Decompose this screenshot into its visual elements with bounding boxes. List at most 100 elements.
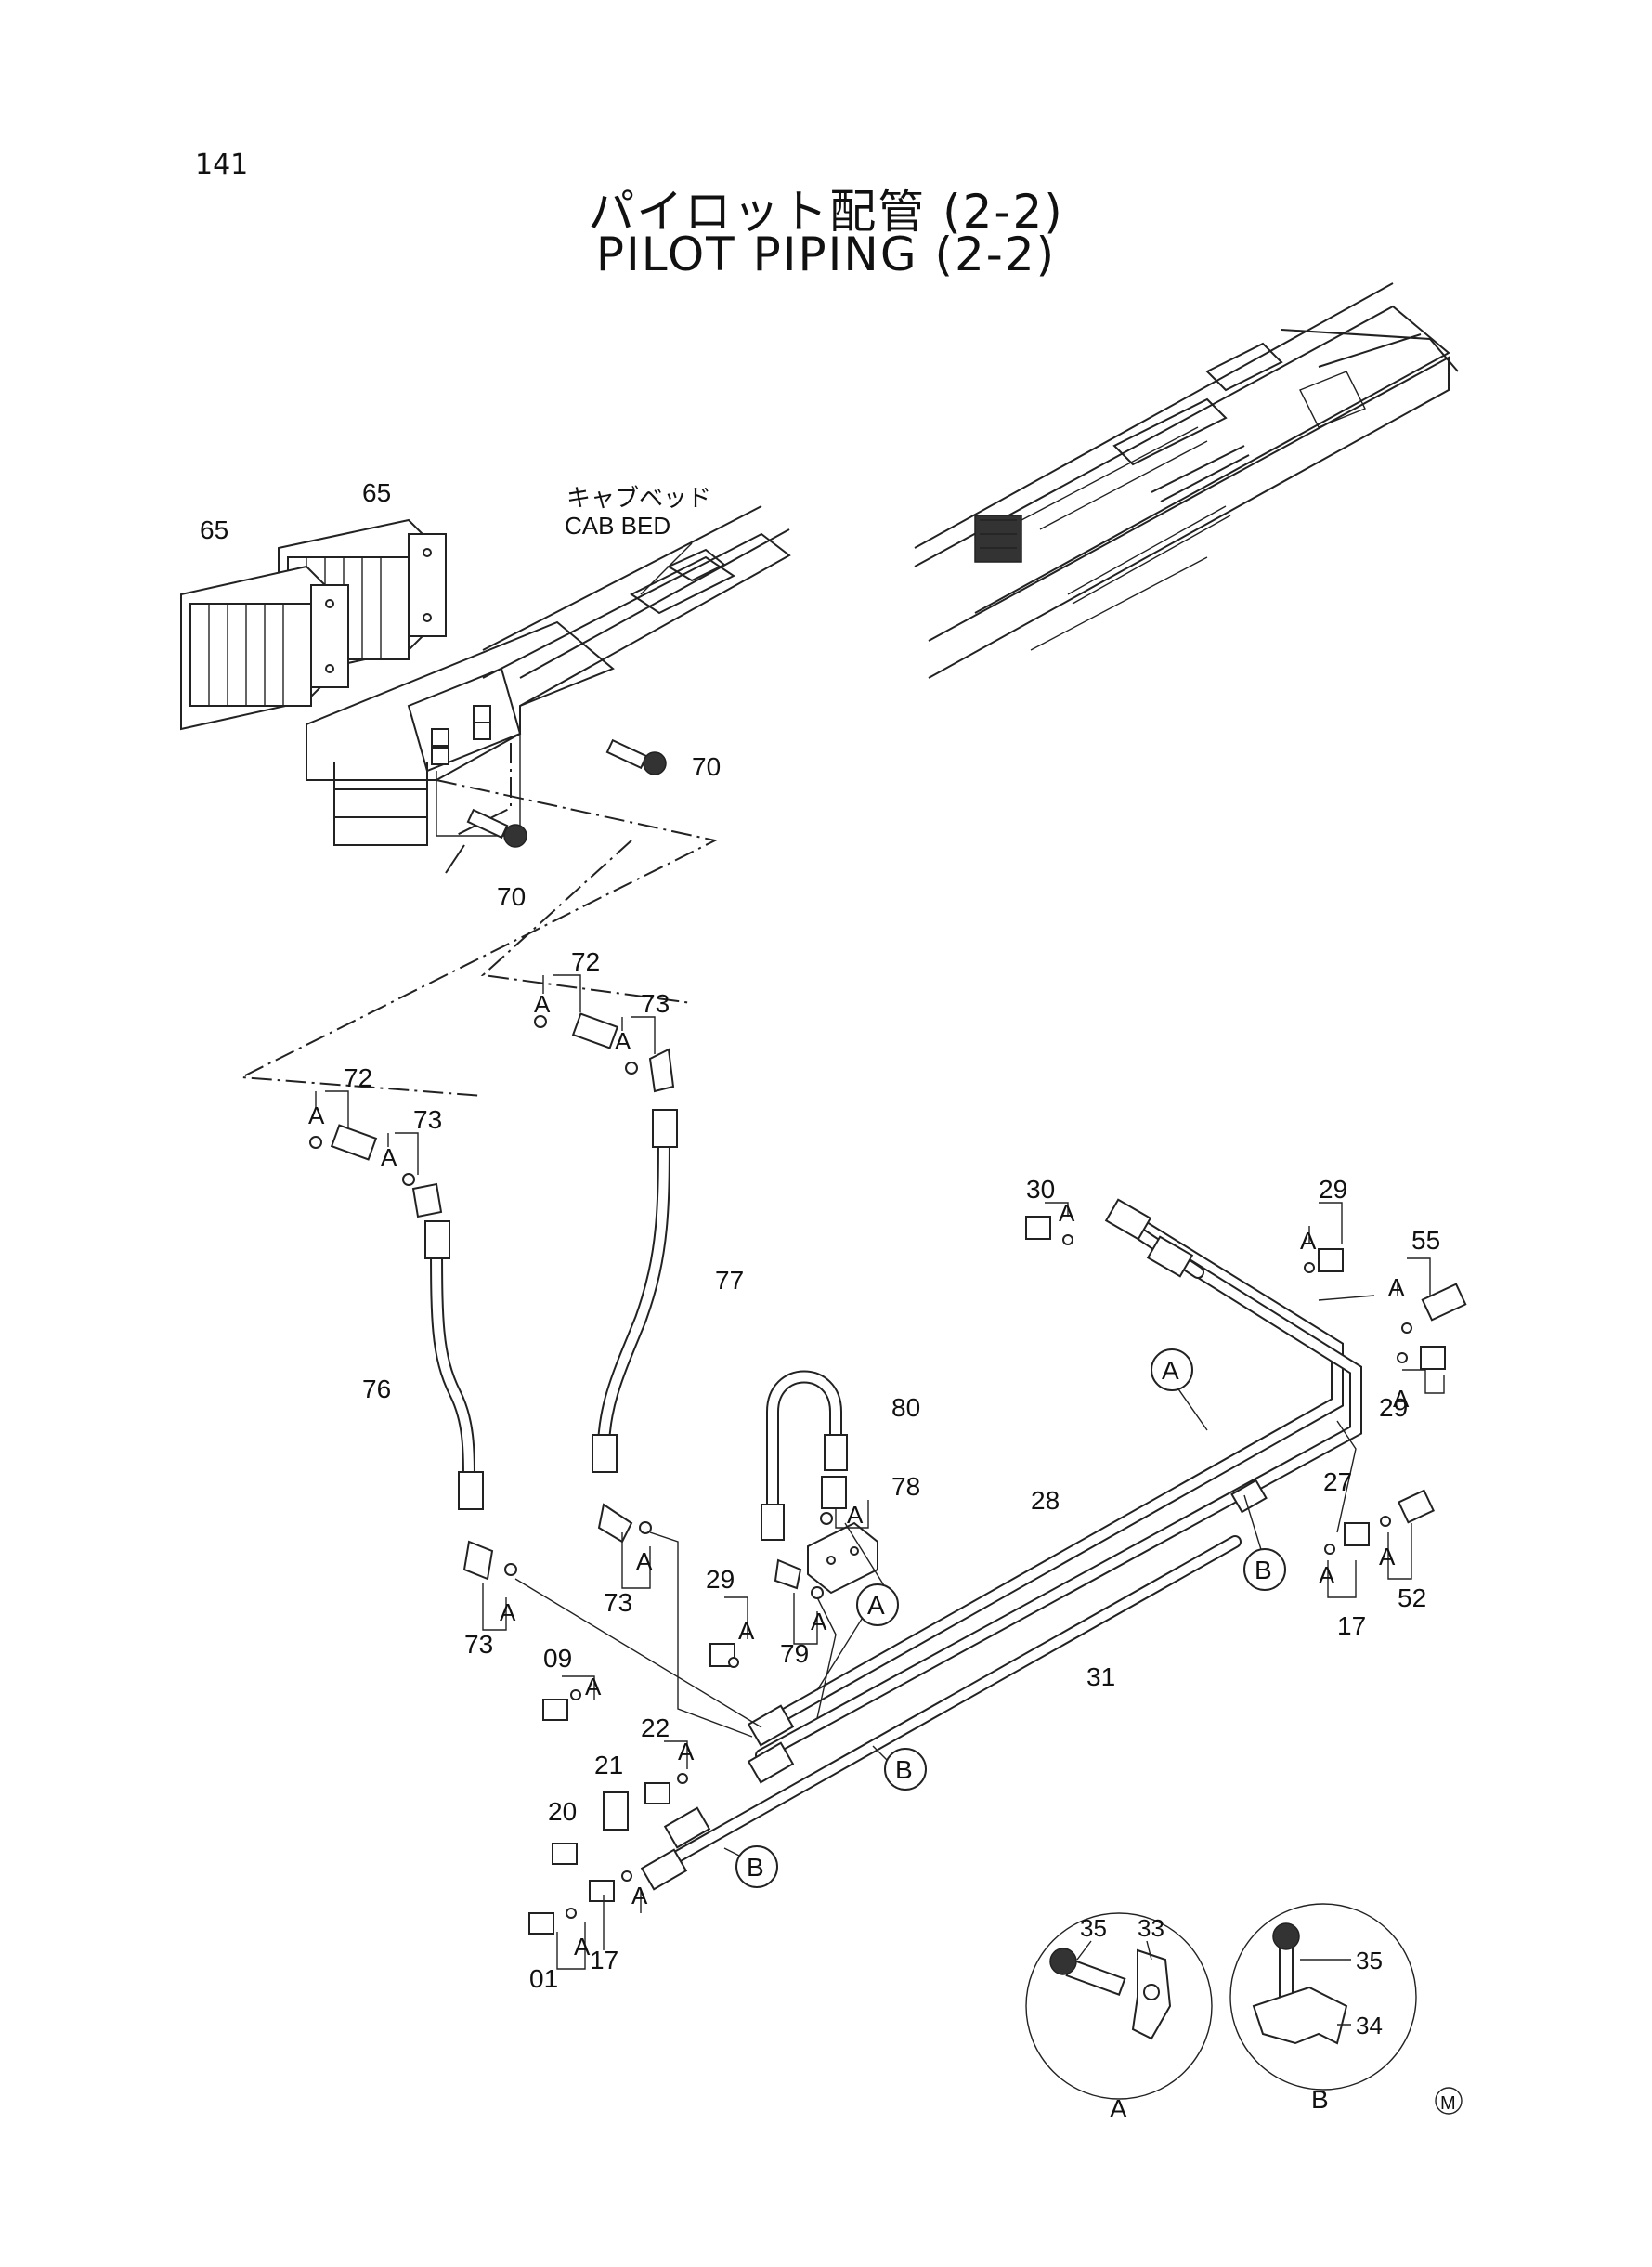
- label-28: 28: [1031, 1486, 1060, 1515]
- fitting-29-upper: [1304, 1248, 1344, 1273]
- label-70-b: 70: [497, 882, 526, 911]
- label-80: 80: [891, 1393, 920, 1422]
- label-31: 31: [1086, 1662, 1115, 1691]
- callout-a-upper: A: [1151, 1348, 1208, 1431]
- label-29-c: 29: [1379, 1393, 1408, 1422]
- svg-text:A: A: [636, 1547, 653, 1575]
- leader-line-cab: [238, 779, 718, 1097]
- cab-bed-label-en: CAB BED: [565, 512, 670, 540]
- svg-text:A: A: [811, 1608, 827, 1635]
- a-markers: A A A A A A A A A A A A A A A A A A A: [308, 974, 1445, 1970]
- fitting-29-lower: [1397, 1346, 1446, 1370]
- fitting-21: [603, 1791, 629, 1831]
- svg-text:A: A: [1162, 1356, 1179, 1385]
- svg-text:B: B: [895, 1755, 913, 1784]
- label-73-c: 73: [464, 1630, 493, 1659]
- label-27: 27: [1323, 1467, 1352, 1496]
- label-22: 22: [641, 1713, 670, 1742]
- part-labels: 65 65 70 70 72 73 72 73 76 77 80 78 73 7…: [200, 478, 1440, 1993]
- title-japanese: パイロット配管 (2-2): [588, 185, 1064, 239]
- fitting-29-left: [709, 1643, 739, 1668]
- fitting-01: [528, 1908, 577, 1935]
- label-78: 78: [891, 1472, 920, 1501]
- fitting-55: [1401, 1283, 1467, 1334]
- tube-31: [755, 1247, 1362, 1762]
- bolt-70-lower: [466, 808, 527, 848]
- label-73-b: 73: [413, 1105, 442, 1134]
- svg-text:A: A: [631, 1882, 648, 1909]
- fitting-73-bottom-mid: [597, 1503, 652, 1544]
- label-21: 21: [594, 1751, 623, 1779]
- fitting-78: [820, 1476, 847, 1525]
- detail-b: 35 34 B: [1229, 1903, 1417, 2114]
- label-73-d: 73: [604, 1588, 632, 1617]
- svg-text:A: A: [847, 1501, 864, 1529]
- svg-text:M: M: [1440, 2093, 1456, 2114]
- fitting-52: [1380, 1489, 1435, 1527]
- label-76: 76: [362, 1375, 391, 1403]
- label-70-a: 70: [692, 752, 721, 781]
- svg-text:A: A: [585, 1673, 602, 1700]
- label-77: 77: [715, 1266, 744, 1295]
- label-17-left: 17: [590, 1946, 618, 1974]
- hose-77: [592, 1109, 678, 1473]
- cab-bed-label-ja: キャブベッド: [566, 484, 711, 512]
- hose-80: [761, 1370, 848, 1541]
- label-29-a: 29: [706, 1565, 735, 1594]
- cab-bed-leader: [640, 542, 693, 595]
- callout-b-right: B: [1243, 1494, 1286, 1591]
- svg-text:A: A: [738, 1617, 755, 1645]
- fitting-72-upper: [534, 1012, 619, 1049]
- svg-text:A: A: [534, 990, 551, 1018]
- fitting-09: [542, 1689, 581, 1721]
- svg-text:A: A: [1300, 1227, 1317, 1255]
- hose-76: [424, 1220, 484, 1510]
- detail-b-35: 35: [1356, 1947, 1383, 1974]
- callout-a-lower: A: [816, 1583, 899, 1691]
- detail-a-35: 35: [1080, 1914, 1107, 1942]
- callout-b-lower: B: [723, 1845, 778, 1888]
- fitting-73-lower: [402, 1173, 443, 1218]
- bolt-70-upper: [605, 738, 667, 775]
- fitting-73-upper: [625, 1048, 675, 1093]
- svg-text:A: A: [1393, 1385, 1410, 1413]
- svg-text:B: B: [747, 1853, 764, 1882]
- fitting-72-lower: [309, 1124, 378, 1161]
- label-17-right: 17: [1337, 1611, 1366, 1640]
- fitting-17-right: [1324, 1522, 1370, 1555]
- fitting-79: [774, 1521, 878, 1599]
- detail-a-label: A: [1110, 2094, 1127, 2123]
- svg-text:A: A: [574, 1933, 591, 1961]
- tube-27: [653, 1535, 1242, 1873]
- fitting-30: [1025, 1216, 1073, 1245]
- svg-text:A: A: [867, 1591, 885, 1620]
- label-01: 01: [529, 1964, 558, 1993]
- tube-ends-left: [640, 1198, 1268, 1891]
- fitting-22: [644, 1773, 688, 1804]
- label-72-b: 72: [344, 1063, 372, 1092]
- svg-text:B: B: [1255, 1556, 1272, 1584]
- tube-28: [755, 1219, 1344, 1734]
- cab-bed-assembly: [180, 505, 791, 874]
- detail-b-label: B: [1311, 2085, 1329, 2114]
- pipe-connections: [514, 1295, 1375, 1738]
- label-30: 30: [1026, 1175, 1055, 1204]
- callout-b-mid: B: [872, 1745, 927, 1791]
- title-english: PILOT PIPING (2-2): [595, 228, 1057, 281]
- svg-text:A: A: [1319, 1561, 1335, 1589]
- label-29-b: 29: [1319, 1175, 1347, 1204]
- svg-text:A: A: [500, 1598, 516, 1626]
- damper-mount-front: [180, 565, 349, 731]
- svg-text:A: A: [1379, 1543, 1396, 1570]
- fitting-17-left: [589, 1870, 632, 1902]
- svg-text:A: A: [615, 1027, 631, 1055]
- label-72-a: 72: [571, 947, 600, 976]
- detail-b-34: 34: [1356, 2012, 1383, 2039]
- machine-overview: [914, 282, 1459, 679]
- label-65-a: 65: [362, 478, 391, 507]
- label-20: 20: [548, 1797, 577, 1826]
- label-65-b: 65: [200, 515, 228, 544]
- svg-text:A: A: [1388, 1273, 1405, 1301]
- maker-mark: M: [1435, 2087, 1463, 2115]
